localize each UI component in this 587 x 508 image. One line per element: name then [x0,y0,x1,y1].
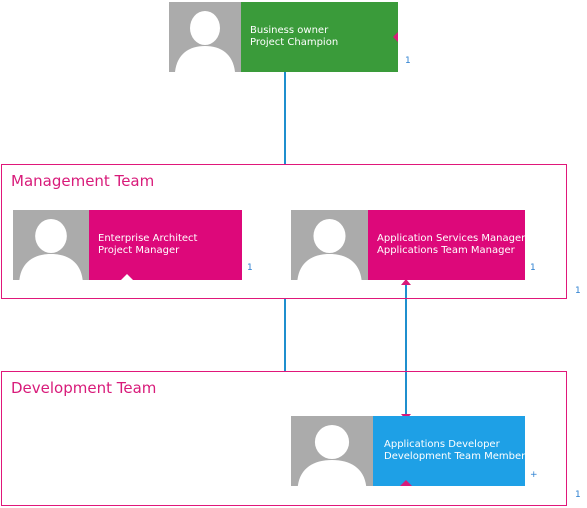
person-silhouette-icon [175,11,235,72]
expand-caret-icon[interactable] [393,32,398,42]
person-silhouette-icon [19,219,83,280]
enterprise-architect-card[interactable]: Enterprise Architect Project Manager [13,210,242,280]
arrow-up-head [401,279,411,285]
card-body: Application Services Manager Application… [368,210,526,280]
avatar [13,210,89,280]
role-subtitle: Applications Team Manager [377,245,515,256]
applications-developer-card[interactable]: Applications Developer Development Team … [291,416,526,486]
person-silhouette-icon [297,425,367,486]
connector-manager-to-developer [405,283,407,415]
connector-management-to-development [284,299,286,371]
team-title: Development Team [11,379,157,397]
role-title: Enterprise Architect [98,232,198,244]
avatar [291,416,373,486]
team-count: 1 [575,490,581,500]
team-title: Management Team [11,172,155,190]
role-title: Business owner [250,24,329,36]
member-count: 1 [405,56,411,66]
expand-caret-icon[interactable] [121,274,133,280]
avatar [291,210,368,280]
role-subtitle: Project Champion [250,37,339,48]
member-count: 1 [530,263,536,273]
card-body: Business owner Project Champion [241,2,398,72]
development-team-group[interactable]: Development Team [1,371,567,506]
role-title: Application Services Manager [377,232,526,244]
avatar [169,2,241,72]
role-subtitle: Project Manager [98,245,180,256]
card-body: Enterprise Architect Project Manager [89,210,242,280]
role-subtitle: Development Team Member [384,451,526,462]
application-services-manager-card[interactable]: Application Services Manager Application… [291,210,526,280]
expand-caret-icon[interactable] [400,480,412,486]
connector-owner-to-management [284,72,286,164]
member-count-more[interactable]: + [530,470,538,480]
team-count: 1 [575,286,581,296]
business-owner-card[interactable]: Business owner Project Champion [169,2,398,72]
person-silhouette-icon [297,219,362,280]
member-count: 1 [247,263,253,273]
card-body: Applications Developer Development Team … [373,416,526,486]
management-team-group[interactable]: Management Team [1,164,567,299]
role-title: Applications Developer [384,438,500,450]
